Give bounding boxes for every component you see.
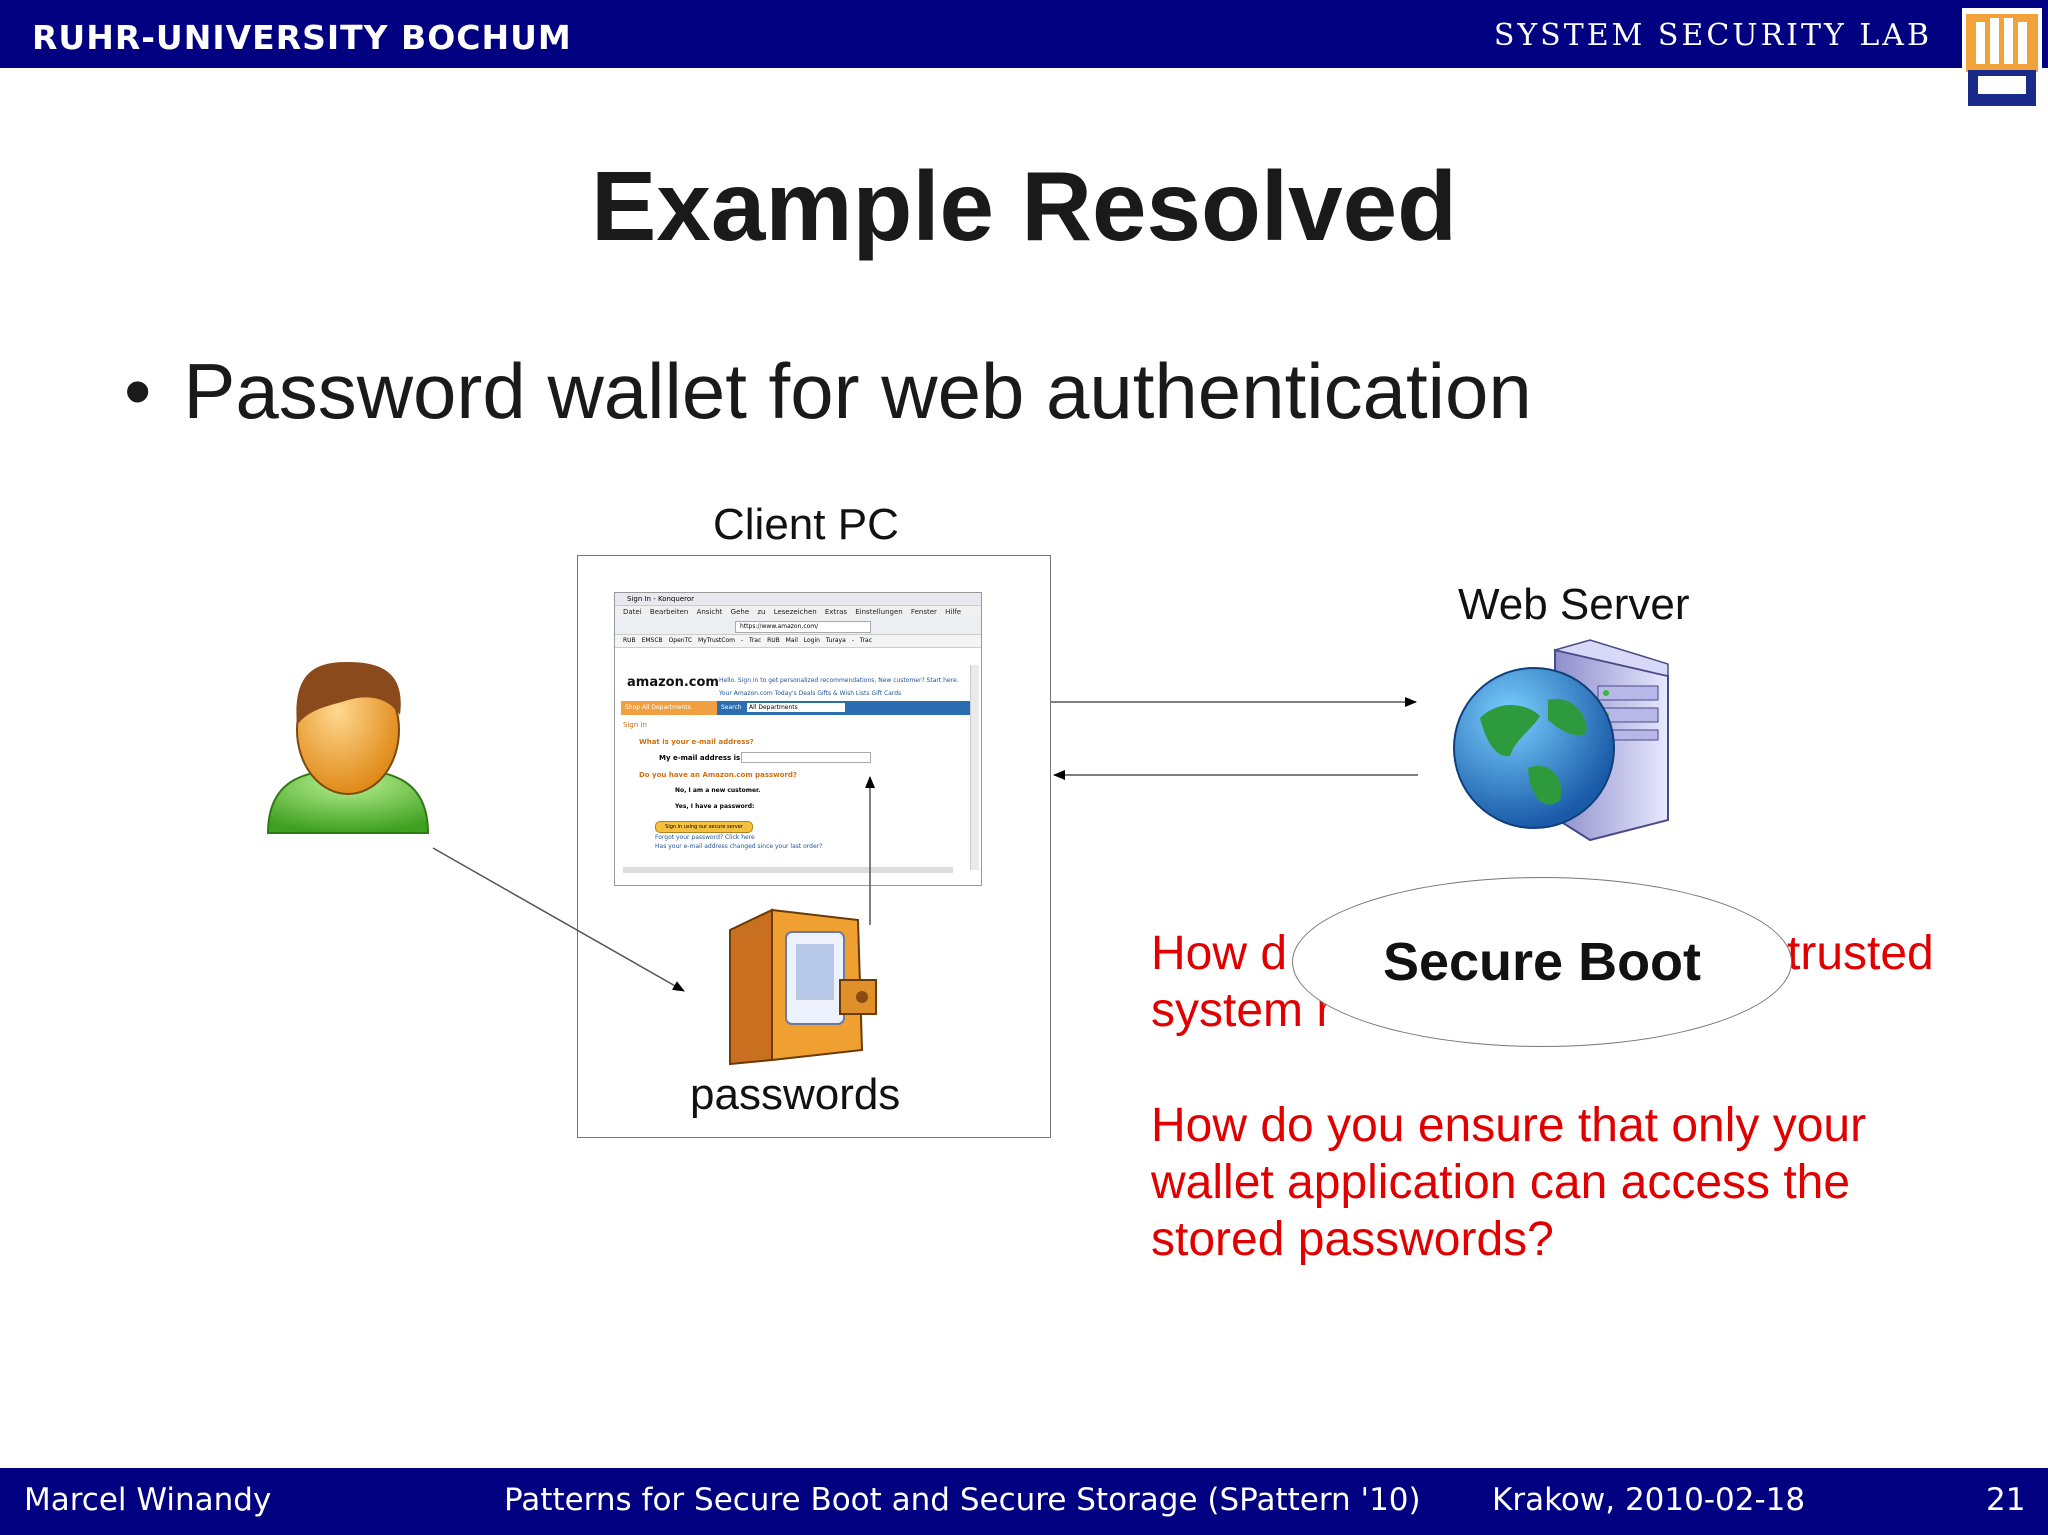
header-bar: RUHR-UNIVERSITY BOCHUM SYSTEM SECURITY L… bbox=[0, 0, 2048, 68]
browser-url: https://www.amazon.com/ bbox=[735, 621, 871, 633]
horizontal-scrollbar bbox=[623, 867, 953, 873]
amazon-greeting: Hello. Sign in to get personalized recom… bbox=[719, 677, 959, 684]
browser-menu: Datei Bearbeiten Ansicht Gehe zu Lesezei… bbox=[615, 606, 981, 618]
university-name: RUHR-UNIVERSITY BOCHUM bbox=[32, 18, 572, 57]
question1-line1-left: How d bbox=[1151, 927, 1288, 980]
option-existing: Yes, I have a password: bbox=[675, 803, 755, 810]
changed-link: Has your e-mail address changed since yo… bbox=[655, 843, 823, 850]
client-pc-box bbox=[577, 555, 1051, 1138]
sign-in-heading: Sign In bbox=[623, 721, 647, 729]
footer-talk: Patterns for Secure Boot and Secure Stor… bbox=[504, 1482, 1421, 1518]
bullet-item: • Password wallet for web authentication bbox=[124, 346, 1532, 437]
question2-line1: How do you ensure that only your bbox=[1151, 1099, 1867, 1152]
email-field bbox=[741, 752, 871, 763]
secure-boot-callout: Secure Boot bbox=[1292, 877, 1792, 1047]
browser-screenshot: Sign In - Konqueror Datei Bearbeiten Ans… bbox=[614, 592, 982, 886]
rub-logo-icon bbox=[1962, 8, 2042, 112]
sign-in-button: Sign in using our secure server bbox=[655, 821, 753, 833]
web-server-icon bbox=[1453, 639, 1669, 842]
shop-tab: Shop All Departments bbox=[621, 701, 717, 715]
question1-line1-right: trusted bbox=[1787, 927, 1934, 980]
client-pc-label: Client PC bbox=[713, 500, 899, 549]
passwords-label: passwords bbox=[690, 1070, 901, 1119]
bullet-text: Password wallet for web authentication bbox=[183, 347, 1532, 435]
wallet-icon bbox=[729, 908, 877, 1066]
slide-title: Example Resolved bbox=[590, 151, 1458, 261]
option-new: No, I am a new customer. bbox=[675, 787, 761, 794]
question2-line3: stored passwords? bbox=[1151, 1213, 1554, 1266]
search-label: Search bbox=[721, 704, 742, 711]
user-to-wallet-arrow bbox=[432, 847, 685, 992]
web-server-label: Web Server bbox=[1458, 580, 1690, 629]
footer-place-date: Krakow, 2010-02-18 bbox=[1492, 1482, 1806, 1518]
bullet-dot-icon: • bbox=[124, 347, 152, 435]
browser-toolbar: https://www.amazon.com/ bbox=[615, 618, 981, 635]
question1-line2: system r bbox=[1151, 984, 1333, 1037]
browser-bookmarks: RUB EMSCB OpenTC MyTrustCom - Trac RUB M… bbox=[615, 635, 981, 648]
footer-page-number: 21 bbox=[1986, 1482, 2026, 1518]
footer-bar: Marcel Winandy Patterns for Secure Boot … bbox=[0, 1468, 2048, 1535]
vertical-scrollbar bbox=[970, 665, 979, 870]
forgot-link: Forgot your password? Click here bbox=[655, 834, 755, 841]
search-scope: All Departments bbox=[747, 703, 845, 712]
email-label: My e-mail address is bbox=[659, 754, 741, 762]
question2-line2: wallet application can access the bbox=[1151, 1156, 1851, 1209]
user-icon bbox=[266, 662, 430, 834]
amazon-nav-bar: Shop All Departments Search All Departme… bbox=[621, 701, 971, 715]
amazon-nav-links: Your Amazon.com Today's Deals Gifts & Wi… bbox=[719, 690, 902, 697]
email-question: What is your e-mail address? bbox=[639, 738, 754, 746]
footer-author: Marcel Winandy bbox=[24, 1482, 272, 1518]
lab-name: SYSTEM SECURITY LAB bbox=[1493, 18, 1932, 53]
browser-title: Sign In - Konqueror bbox=[615, 593, 981, 606]
password-question: Do you have an Amazon.com password? bbox=[639, 771, 797, 779]
amazon-logo: amazon.com bbox=[627, 675, 719, 690]
